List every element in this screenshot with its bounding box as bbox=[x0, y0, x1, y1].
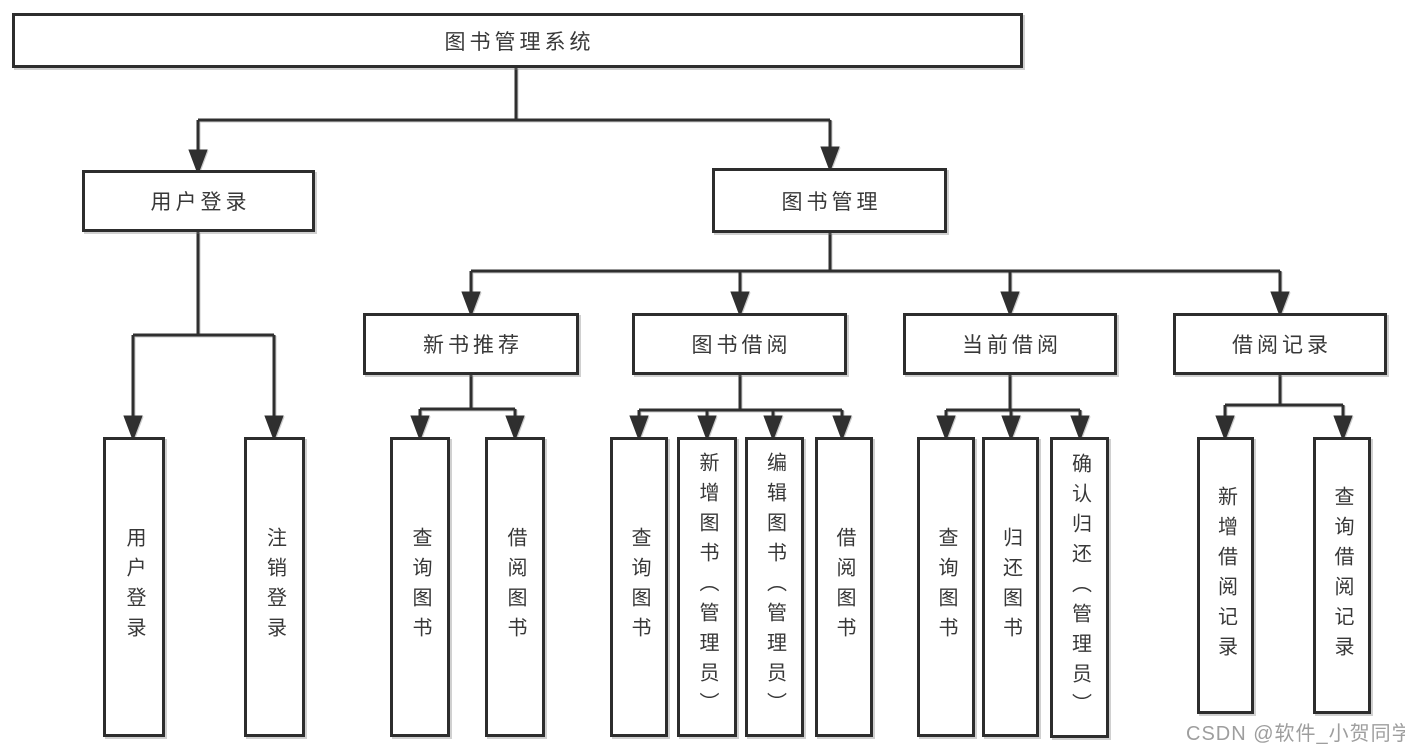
node-label: 查询图书 bbox=[935, 527, 957, 647]
arrowhead bbox=[505, 415, 525, 442]
node-user-login: 用户登录 bbox=[82, 170, 315, 232]
arrowhead bbox=[410, 415, 430, 442]
leaf-borrow-book-2: 借阅图书 bbox=[815, 437, 873, 737]
node-book-management: 图书管理 bbox=[712, 168, 947, 233]
arrowhead bbox=[461, 291, 481, 318]
node-label: 确认归还（管理员） bbox=[1068, 452, 1091, 723]
arrowhead bbox=[1270, 291, 1290, 318]
node-label: 查询图书 bbox=[409, 527, 431, 647]
arrowhead bbox=[820, 146, 840, 173]
arrowhead bbox=[1000, 291, 1020, 318]
leaf-borrow-book-1: 借阅图书 bbox=[485, 437, 545, 737]
node-label: 注销登录 bbox=[263, 527, 286, 647]
leaf-logout: 注销登录 bbox=[244, 437, 305, 737]
leaf-query-book-3: 查询图书 bbox=[917, 437, 975, 737]
leaf-query-borrow-record: 查询借阅记录 bbox=[1313, 437, 1371, 714]
arrowhead bbox=[1215, 415, 1235, 442]
arrowhead bbox=[1001, 415, 1021, 442]
node-borrow-record: 借阅记录 bbox=[1173, 313, 1387, 375]
node-label: 新增图书（管理员） bbox=[696, 452, 718, 722]
node-label: 图书借阅 bbox=[691, 334, 792, 357]
node-label: 编辑图书（管理员） bbox=[763, 452, 786, 722]
node-label: 当前借阅 bbox=[962, 334, 1062, 357]
leaf-add-borrow-record: 新增借阅记录 bbox=[1197, 437, 1254, 714]
node-label: 归还图书 bbox=[999, 527, 1022, 647]
arrowhead bbox=[936, 415, 956, 442]
arrowhead bbox=[697, 415, 717, 442]
leaf-user-login: 用户登录 bbox=[103, 437, 165, 737]
node-label: 借阅记录 bbox=[1232, 334, 1332, 357]
node-label: 用户登录 bbox=[123, 527, 145, 647]
arrowhead bbox=[629, 415, 649, 442]
arrowhead bbox=[832, 415, 852, 442]
node-current-borrow: 当前借阅 bbox=[903, 313, 1117, 375]
arrowhead bbox=[763, 415, 783, 442]
leaf-edit-book-admin: 编辑图书（管理员） bbox=[745, 437, 804, 737]
node-new-book-recommend: 新书推荐 bbox=[363, 313, 579, 375]
arrowhead bbox=[730, 291, 750, 318]
node-label: 图书管理系统 bbox=[444, 30, 595, 54]
leaf-confirm-return-admin: 确认归还（管理员） bbox=[1050, 437, 1109, 738]
node-label: 用户登录 bbox=[150, 191, 251, 214]
leaf-return-book: 归还图书 bbox=[982, 437, 1039, 737]
arrowhead bbox=[188, 149, 208, 176]
node-label: 借阅图书 bbox=[833, 527, 855, 647]
node-label: 借阅图书 bbox=[504, 527, 526, 647]
arrowhead bbox=[123, 415, 143, 442]
arrowhead bbox=[1070, 415, 1090, 442]
arrowhead bbox=[1333, 415, 1353, 442]
csdn-watermark: CSDN @软件_小贺同学 bbox=[1186, 723, 1405, 745]
arrowhead bbox=[264, 415, 284, 442]
leaf-query-book-2: 查询图书 bbox=[610, 437, 668, 737]
node-label: 新书推荐 bbox=[423, 334, 523, 357]
node-label: 查询图书 bbox=[628, 527, 650, 647]
node-label: 查询借阅记录 bbox=[1331, 485, 1353, 666]
node-label: 新增借阅记录 bbox=[1214, 485, 1237, 666]
node-book-borrow: 图书借阅 bbox=[632, 313, 847, 375]
leaf-query-book-1: 查询图书 bbox=[390, 437, 450, 737]
node-label: 图书管理 bbox=[781, 190, 882, 214]
node-root-system: 图书管理系统 bbox=[12, 13, 1023, 68]
leaf-add-book-admin: 新增图书（管理员） bbox=[677, 437, 737, 737]
